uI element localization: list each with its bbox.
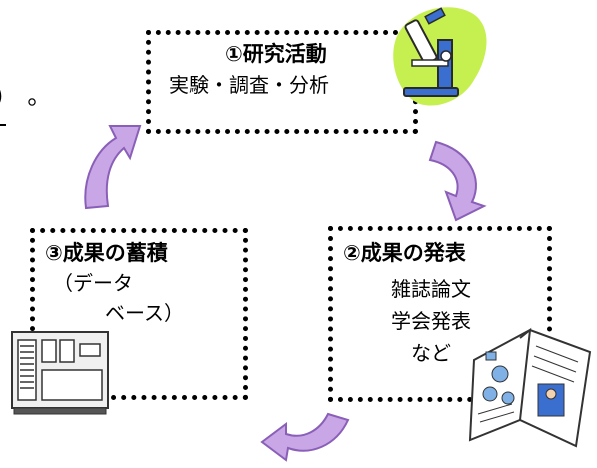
arrow-right-down-icon [428, 140, 487, 222]
publication-item-etc: など [411, 341, 451, 365]
arrow-bottom-left-icon [260, 412, 350, 462]
research-title: ①研究活動 [225, 42, 327, 66]
publication-title: ②成果の発表 [343, 241, 466, 265]
arrow-left-up-icon [84, 125, 142, 210]
research-subtitle: 実験・調査・分析 [169, 73, 329, 97]
research-activity-box: ①研究活動 実験・調査・分析 [146, 30, 418, 134]
accumulation-line2: ベース） [105, 301, 184, 325]
publication-item-journal: 雑誌論文 [391, 277, 471, 301]
accumulation-title: ③成果の蓄積 [45, 241, 168, 265]
publication-item-conference: 学会発表 [391, 309, 471, 333]
server-icon [11, 331, 109, 415]
accumulation-line1: （データ [53, 271, 133, 295]
cutoff-text-fragment: ) 。 [0, 82, 52, 110]
cutoff-divider-line [0, 124, 6, 126]
journal-icon [468, 327, 592, 448]
microscope-icon [393, 7, 487, 106]
